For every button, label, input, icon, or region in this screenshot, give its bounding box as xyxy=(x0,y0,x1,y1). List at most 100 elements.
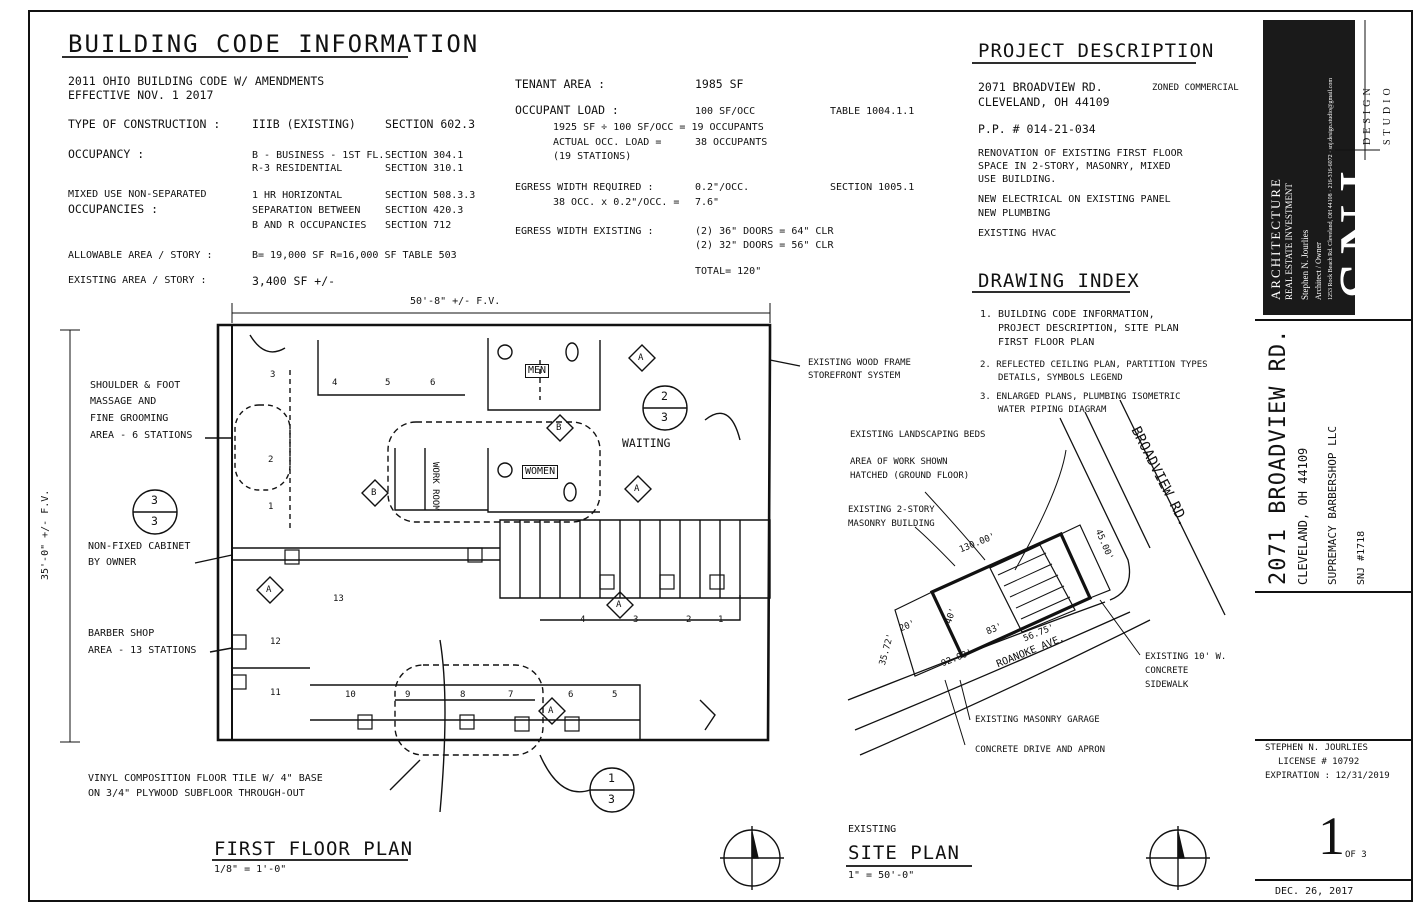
room-waiting-label: WAITING xyxy=(622,436,671,450)
site-note-walk-2: CONCRETE xyxy=(1145,666,1189,676)
station-5: 5 xyxy=(385,378,391,388)
project-desc-6: EXISTING HVAC xyxy=(978,228,1057,239)
mixed-value-3: B AND R OCCUPANCIES xyxy=(252,220,367,231)
station-10: 10 xyxy=(345,690,356,700)
room-women-label: WOMEN xyxy=(522,465,559,479)
site-note-walk-3: SIDEWALK xyxy=(1145,680,1189,690)
station-6b: 6 xyxy=(568,690,574,700)
mixed-value-2: SEPARATION BETWEEN xyxy=(252,205,361,216)
occload-table: TABLE 1004.1.1 xyxy=(830,106,915,117)
door-tag-a-1: A xyxy=(638,353,644,363)
note-floor-2: ON 3/4" PLYWOOD SUBFLOOR THROUGH-OUT xyxy=(88,788,305,799)
station-2: 2 xyxy=(268,455,274,465)
station-12: 12 xyxy=(270,637,281,647)
project-desc-3: USE BUILDING. xyxy=(978,174,1057,185)
code-line2: EFFECTIVE NOV. 1 2017 xyxy=(68,88,214,102)
door-tag-a-4: A xyxy=(616,600,622,610)
occload-calc: 1925 SF ÷ 100 SF/OCC = 19 OCCUPANTS xyxy=(553,122,764,133)
note-massage-3: FINE GROOMING xyxy=(90,413,169,424)
allowable-label: ALLOWABLE AREA / STORY : xyxy=(68,250,213,261)
site-note-walk-1: EXISTING 10' W. xyxy=(1145,652,1227,662)
occupancy-value-2: R-3 RESIDENTIAL xyxy=(252,163,343,174)
project-desc-5: NEW PLUMBING xyxy=(978,208,1051,219)
tb-project-client: SUPREMACY BARBERSHOP LLC xyxy=(1326,426,1339,585)
index-title: DRAWING INDEX xyxy=(978,270,1140,292)
occload-label: OCCUPANT LOAD : xyxy=(515,103,619,117)
section-tag-1-bottom: 3 xyxy=(608,792,615,806)
occupancy-label: OCCUPANCY : xyxy=(68,147,145,161)
tb-project-number: SNJ #1718 xyxy=(1356,530,1367,585)
architect-name: Stephen N. Jourlies xyxy=(1300,229,1310,300)
floor-plan-scale: 1/8" = 1'-0" xyxy=(214,864,287,875)
project-title: PROJECT DESCRIPTION xyxy=(978,40,1215,62)
site-note-drive: CONCRETE DRIVE AND APRON xyxy=(975,745,1106,755)
occupancy-value-1: B - BUSINESS - 1ST FL. xyxy=(252,150,385,161)
door-tag-b-2: B xyxy=(371,488,377,498)
site-note-bldg-1: EXISTING 2-STORY xyxy=(848,505,935,515)
section-tag-3-bottom: 3 xyxy=(151,514,158,528)
station-9: 9 xyxy=(405,690,411,700)
egress-exist-1: (2) 36" DOORS = 64" CLR xyxy=(695,226,834,237)
project-zoning: ZONED COMMERCIAL xyxy=(1152,83,1239,93)
site-plan-title: SITE PLAN xyxy=(848,842,960,864)
arch-line-2: REAL ESTATE INVESTMENT xyxy=(1284,183,1294,300)
existing-area-label: EXISTING AREA / STORY : xyxy=(68,275,207,286)
site-plan-title-pre: EXISTING xyxy=(848,824,897,835)
project-address-2: CLEVELAND, OH 44109 xyxy=(978,95,1110,109)
site-note-bldg-2: MASONRY BUILDING xyxy=(848,519,935,529)
note-cabinet-2: BY OWNER xyxy=(88,557,137,568)
site-note-landscape: EXISTING LANDSCAPING BEDS xyxy=(850,430,986,440)
note-storefront-2: STOREFRONT SYSTEM xyxy=(808,371,901,381)
station-4: 4 xyxy=(332,378,338,388)
architect-contact: 1253 Rock Beach Rd. Cleveland, OH 44108 … xyxy=(1328,78,1334,300)
egress-req-section: SECTION 1005.1 xyxy=(830,182,915,193)
index-item-2a: 2. REFLECTED CEILING PLAN, PARTITION TYP… xyxy=(980,360,1208,370)
stations-note: (19 STATIONS) xyxy=(553,151,632,162)
station-5b: 5 xyxy=(612,690,618,700)
code-info-title: BUILDING CODE INFORMATION xyxy=(68,30,480,58)
index-item-1c: FIRST FLOOR PLAN xyxy=(998,337,1095,348)
door-tag-a-3: A xyxy=(266,585,272,595)
note-massage-4: AREA - 6 STATIONS xyxy=(90,430,193,441)
allowable-value: B= 19,000 SF R=16,000 SF TABLE 503 xyxy=(252,250,457,261)
door-tag-a-2: A xyxy=(634,484,640,494)
station-3b: 3 xyxy=(633,615,639,625)
mixed-section-1: SECTION 508.3.3 xyxy=(385,190,476,201)
logo-studio: STUDIO xyxy=(1382,84,1393,145)
actual-load-label: ACTUAL OCC. LOAD = xyxy=(553,137,662,148)
tb-sheet-number: 1 xyxy=(1318,806,1345,866)
construction-section: SECTION 602.3 xyxy=(385,117,476,131)
floor-plan-title: FIRST FLOOR PLAN xyxy=(214,838,414,860)
mixed-label-1: MIXED USE NON-SEPARATED xyxy=(68,189,207,200)
station-11: 11 xyxy=(270,688,281,698)
index-item-3a: 3. ENLARGED PLANS, PLUMBING ISOMETRIC xyxy=(980,392,1181,402)
occupancy-section-1: SECTION 304.1 xyxy=(385,150,464,161)
egress-exist-label: EGRESS WIDTH EXISTING : xyxy=(515,226,654,237)
occload-value: 100 SF/OCC xyxy=(695,106,756,117)
station-6: 6 xyxy=(430,378,436,388)
site-note-work-2: HATCHED (GROUND FLOOR) xyxy=(850,471,970,481)
station-1b: 1 xyxy=(718,615,724,625)
station-4b: 4 xyxy=(580,615,586,625)
tb-license-number: LICENSE # 10792 xyxy=(1278,757,1360,767)
index-item-3b: WATER PIPING DIAGRAM xyxy=(998,405,1107,415)
note-floor-1: VINYL COMPOSITION FLOOR TILE W/ 4" BASE xyxy=(88,773,323,784)
room-men-label: MEN xyxy=(525,364,550,378)
construction-label: TYPE OF CONSTRUCTION : xyxy=(68,117,221,131)
tenant-value: 1985 SF xyxy=(695,77,744,91)
tb-date: DEC. 26, 2017 xyxy=(1275,886,1354,897)
room-work-label: WORK ROOM xyxy=(430,462,440,511)
index-item-1a: 1. BUILDING CODE INFORMATION, xyxy=(980,309,1155,320)
egress-req-value: 0.2"/OCC. xyxy=(695,182,750,193)
station-8: 8 xyxy=(460,690,466,700)
section-tag-1-top: 1 xyxy=(608,771,615,785)
egress-total: TOTAL= 120" xyxy=(695,266,762,277)
section-tag-3-top: 3 xyxy=(151,493,158,507)
tb-license-name: STEPHEN N. JOURLIES xyxy=(1265,743,1368,753)
floor-dim-left: 35'-0" +/- F.V. xyxy=(40,489,51,580)
tb-project-address: 2071 BROADVIEW RD. xyxy=(1266,328,1291,585)
project-pp-number: P.P. # 014-21-034 xyxy=(978,122,1096,136)
station-1: 1 xyxy=(268,502,274,512)
note-massage-1: SHOULDER & FOOT xyxy=(90,380,181,391)
